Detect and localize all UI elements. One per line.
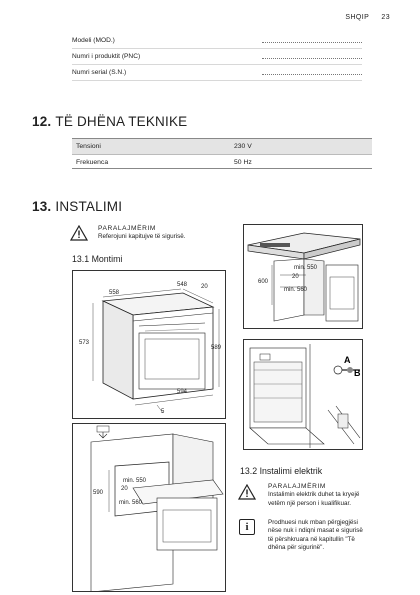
dim-min560-bottom: min. 560 xyxy=(119,500,143,506)
info-icon: i xyxy=(239,519,255,535)
screw-label-b: B xyxy=(354,368,361,378)
dim-min550-top: min. 550 xyxy=(294,265,318,271)
dim-590: 590 xyxy=(93,490,104,496)
serial-label: Numri serial (S.N.) xyxy=(72,69,127,76)
model-row: Modeli (MOD.) xyxy=(72,33,362,49)
pnc-row: Numri i produktit (PNC) xyxy=(72,49,362,65)
tech-table xyxy=(72,138,372,169)
section-13-text: INSTALIMI xyxy=(55,199,123,214)
serial-row: Numri serial (S.N.) xyxy=(72,65,362,81)
warning2-title: PARALAJMËRIM xyxy=(268,483,327,490)
language-label: SHQIP xyxy=(345,14,370,21)
dim-min550-bottom: min. 550 xyxy=(123,478,147,484)
dim-600: 600 xyxy=(258,279,269,285)
dim-20: 20 xyxy=(201,284,208,290)
dim-589: 589 xyxy=(211,345,222,351)
figure-cabinet-under-worktop: 600 min. 550 20 min. 560 xyxy=(243,224,363,329)
subsection-electrical: 13.2 Instalimi elektrik xyxy=(240,466,323,476)
section-12-number: 12. xyxy=(32,114,52,129)
warning-icon xyxy=(238,484,256,500)
model-blank xyxy=(262,33,362,43)
pnc-blank xyxy=(262,49,362,59)
warning-installation: PARALAJMËRIM Referojuni kapitujve të sig… xyxy=(98,225,228,242)
tech-row-voltage: Tensioni 230 V xyxy=(72,139,372,154)
warning2-line2: vetëm një person i kualifikuar. xyxy=(268,499,351,507)
model-label: Modeli (MOD.) xyxy=(72,37,115,44)
info-line2: nëse nuk i ndiqni masat e sigurisë xyxy=(268,527,363,535)
section-13-title: 13.INSTALIMI xyxy=(32,199,122,214)
section-13-number: 13. xyxy=(32,199,52,214)
pnc-label: Numri i produktit (PNC) xyxy=(72,53,141,60)
dim-min560-top: min. 560 xyxy=(284,287,308,293)
dim-558: 558 xyxy=(109,290,120,296)
dim-573: 573 xyxy=(79,340,90,346)
warning2-line1: Instalimin elektrik duhet ta kryejë xyxy=(268,491,360,499)
info-line1: Prodhuesi nuk mban përgjegjësi xyxy=(268,519,358,526)
frequency-value: 50 Hz xyxy=(234,159,252,166)
warning-text: Referojuni kapitujve të sigurisë. xyxy=(98,233,186,241)
dim-20-bottom: 20 xyxy=(121,486,128,492)
warning-electrical: PARALAJMËRIM Instalimin elektrik duhet t… xyxy=(268,483,388,508)
voltage-label: Tensioni xyxy=(76,143,101,150)
section-12-title: 12.TË DHËNA TEKNIKE xyxy=(32,114,187,129)
page-number: 23 xyxy=(381,14,390,21)
info-line4: dhëna për sigurinë". xyxy=(268,543,325,551)
dim-594: 594 xyxy=(177,389,188,395)
section-12-text: TË DHËNA TEKNIKE xyxy=(55,114,188,129)
subsection-mounting: 13.1 Montimi xyxy=(72,254,123,264)
info-note: Prodhuesi nuk mban përgjegjësi nëse nuk … xyxy=(268,519,394,552)
frequency-label: Frekuenca xyxy=(76,159,109,166)
serial-blank xyxy=(262,65,362,75)
figure-fixing-screws: A B xyxy=(243,339,363,450)
page-header: SHQIP 23 xyxy=(335,14,390,21)
tech-row-frequency: Frekuenca 50 Hz xyxy=(72,154,372,169)
dim-5: 5 xyxy=(161,409,165,415)
figure-oven-dimensions: 548 20 558 573 589 594 5 xyxy=(72,270,226,419)
warning-icon xyxy=(70,225,88,241)
warning-title: PARALAJMËRIM xyxy=(98,225,157,232)
figure-cabinet-built-in: 590 min. 550 20 min. 560 xyxy=(72,423,226,592)
screw-label-a: A xyxy=(344,355,351,365)
dim-20-top: 20 xyxy=(292,274,299,280)
voltage-value: 230 V xyxy=(234,143,252,150)
info-line3: të përshkruara në kapitullin "Të xyxy=(268,535,355,543)
dim-548: 548 xyxy=(177,282,188,288)
